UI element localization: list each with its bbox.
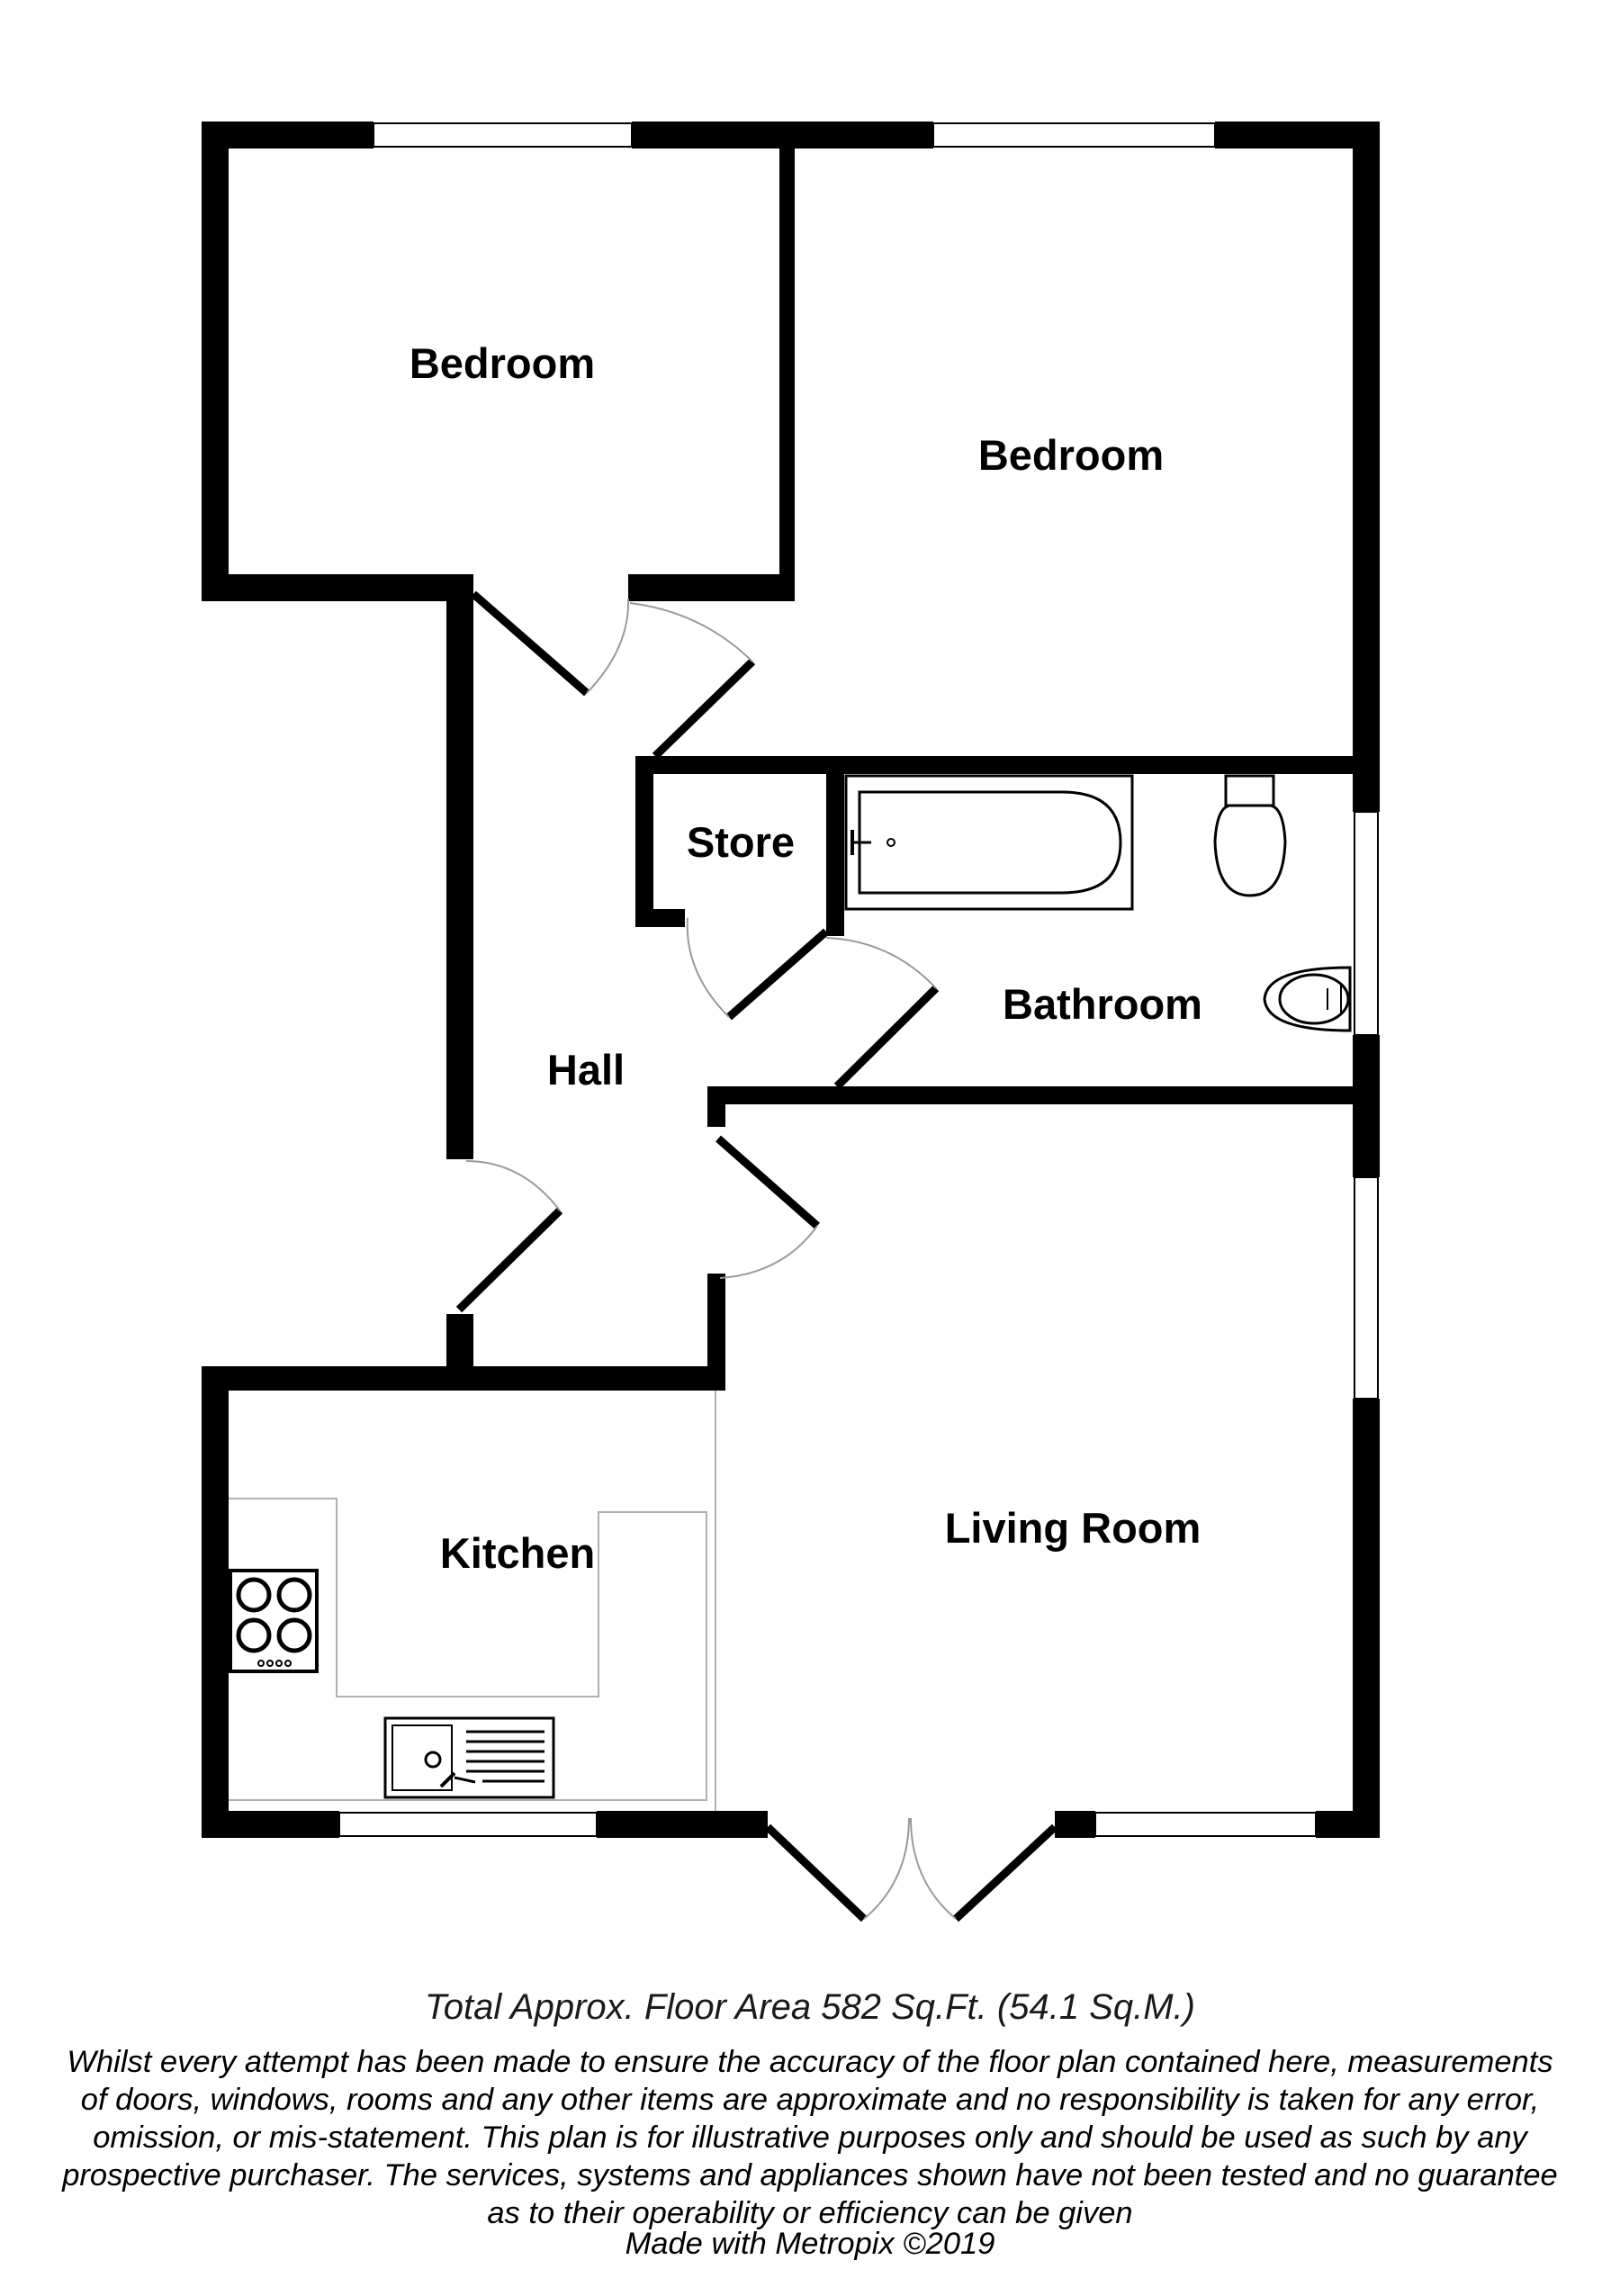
disclaimer-line: Whilst every attempt has been made to en… [67,2045,1553,2079]
door-french-right-leaf [952,1823,1058,1922]
kitchen-counter [229,1498,707,1801]
door-hall-leaf [455,1207,563,1313]
wall-hall-stub-bottom [446,1314,473,1391]
door-bedroom2-leaf [652,658,756,760]
room-label-hall: Hall [547,1046,625,1094]
wall-top-3 [1215,122,1380,149]
wall-right-2 [1353,1035,1380,1177]
door-french-right-swing [910,1817,957,1920]
wall-store-bath [826,756,844,936]
disclaimer-line: omission, or mis-statement. This plan is… [93,2120,1527,2155]
wall-top-1 [202,122,374,149]
wall-hall-right-bottom [707,1274,725,1391]
wall-bedroom1-bottom [202,574,473,601]
hob-icon [229,1569,319,1673]
door-store-swing [686,917,730,1018]
room-label-bedroom-right: Bedroom [978,431,1164,479]
door-living-swing [719,1225,818,1279]
door-bedroom1-swing [586,598,630,694]
sink-drainer-icon [466,1730,544,1783]
fixtures [229,1391,716,1811]
door-bedroom2-swing [629,602,753,662]
disclaimer-line: of doors, windows, rooms and any other i… [80,2083,1540,2117]
wall-bottom-4 [1316,1811,1380,1838]
room-label-bedroom-left: Bedroom [410,339,595,387]
windows [338,122,1379,1837]
door-french-left-swing [863,1817,910,1920]
walls [202,122,1380,1838]
window-living-bottom [1094,1812,1317,1837]
wall-store-stub [635,909,685,927]
room-label-store: Store [687,818,795,866]
wall-bath-top [635,756,1380,774]
sink-icon [383,1716,555,1799]
toilet-icon [1213,774,1287,897]
room-label-bathroom: Bathroom [1003,980,1202,1028]
wall-right-3 [1353,1399,1380,1838]
door-bathroom-swing [825,937,937,989]
window-bedroom1 [373,122,633,148]
room-label-living-room: Living Room [945,1504,1202,1552]
wall-bottom-2 [597,1811,768,1838]
wall-bath-bottom [707,1086,1380,1104]
floor-area-total: Total Approx. Floor Area 582 Sq.Ft. (54.… [425,1987,1195,2027]
doors [455,590,1058,1922]
wall-bedroom1-bottom-right [628,574,795,601]
wall-bedroom-partition [779,122,795,601]
wall-hall-left [446,583,473,1159]
door-store-leaf [726,928,829,1021]
credit: Made with Metropix ©2019 [625,2227,995,2261]
room-label-kitchen: Kitchen [440,1529,595,1577]
wall-bedroom1-left [202,122,229,601]
disclaimer-line: prospective purchaser. The services, sys… [62,2158,1558,2192]
window-kitchen [338,1812,598,1837]
door-bedroom1-leaf [471,590,590,697]
wall-bottom-3 [1055,1811,1095,1838]
window-living-side [1354,1176,1379,1400]
door-hall-swing [465,1160,561,1211]
wall-store-left [635,756,653,927]
disclaimer: Whilst every attempt has been made to en… [0,2043,1620,2232]
washbasin-icon [1263,966,1352,1032]
wall-right-1 [1353,122,1380,812]
door-living-leaf [716,1135,820,1229]
wall-hall-living-stub [707,1086,725,1127]
door-bathroom-leaf [833,985,940,1090]
wall-kitchen-left [202,1366,229,1838]
window-bathroom [1354,811,1379,1036]
bath-icon [844,774,1134,911]
window-bedroom2 [932,122,1216,148]
disclaimer-line: as to their operability or efficiency ca… [487,2196,1133,2230]
door-french-left-leaf [764,1823,868,1922]
